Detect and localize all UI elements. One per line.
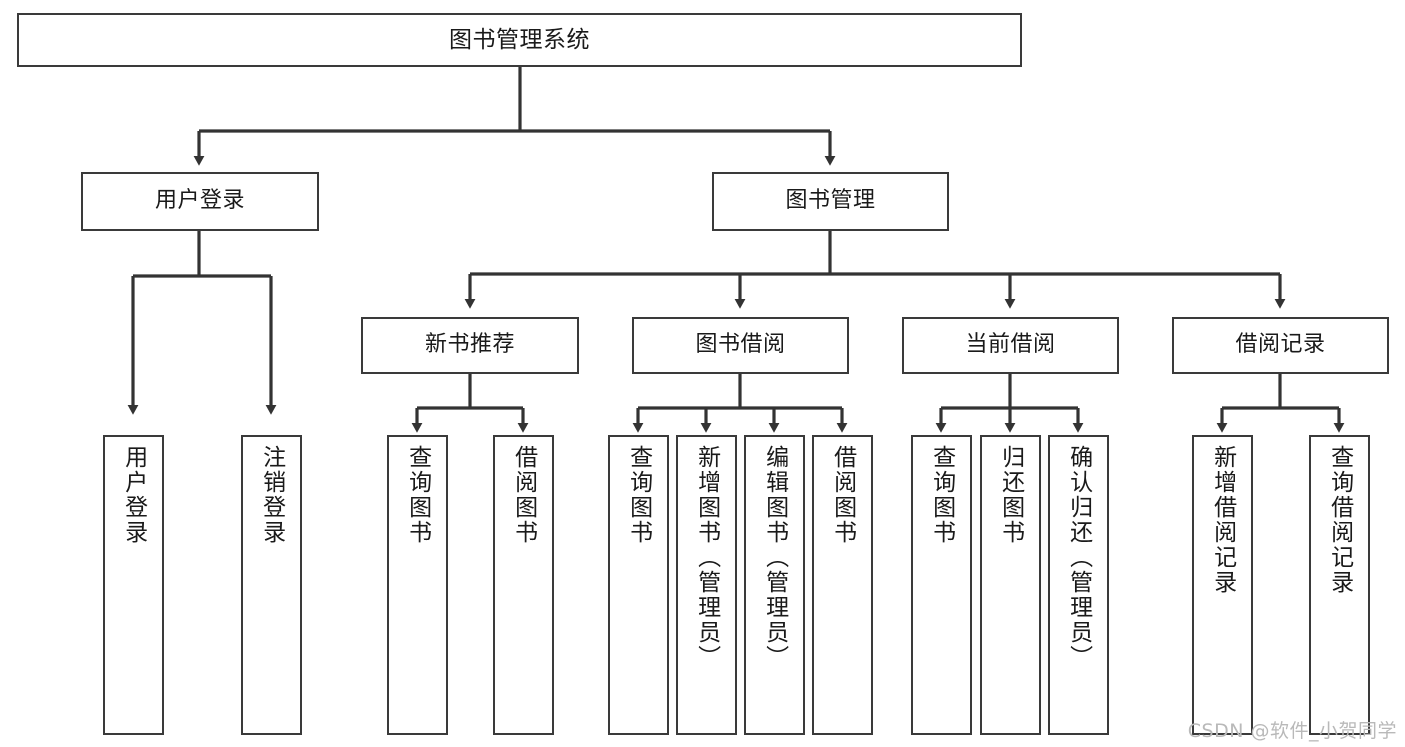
node-user-login[interactable]: 用户登录	[81, 172, 319, 231]
node-leaf-edit-book[interactable]: 编辑图书（管理员）	[744, 435, 805, 735]
node-leaf-return-book-label: 归还图书	[997, 445, 1024, 545]
node-leaf-query-book-2[interactable]: 查询图书	[608, 435, 669, 735]
node-leaf-borrow-book-1-label: 借阅图书	[510, 445, 537, 545]
node-borrow-record[interactable]: 借阅记录	[1172, 317, 1389, 374]
node-leaf-logout[interactable]: 注销登录	[241, 435, 302, 735]
node-borrow-record-label: 借阅记录	[1235, 332, 1326, 358]
node-new-book-rec-label: 新书推荐	[424, 332, 515, 358]
node-new-book-rec[interactable]: 新书推荐	[361, 317, 579, 374]
node-leaf-user-login[interactable]: 用户登录	[103, 435, 164, 735]
node-leaf-query-book-2-label: 查询图书	[625, 445, 652, 545]
node-leaf-edit-book-label: 编辑图书（管理员）	[761, 445, 788, 670]
node-leaf-confirm-return[interactable]: 确认归还（管理员）	[1048, 435, 1109, 735]
node-book-borrow-label: 图书借阅	[695, 332, 786, 358]
node-current-borrow[interactable]: 当前借阅	[902, 317, 1119, 374]
node-book-borrow[interactable]: 图书借阅	[632, 317, 849, 374]
node-leaf-logout-label: 注销登录	[258, 445, 285, 545]
node-leaf-query-book-3[interactable]: 查询图书	[911, 435, 972, 735]
node-root-label: 图书管理系统	[449, 26, 590, 53]
node-user-login-label: 用户登录	[154, 188, 245, 214]
node-current-borrow-label: 当前借阅	[965, 332, 1056, 358]
node-leaf-confirm-return-label: 确认归还（管理员）	[1065, 445, 1092, 670]
node-leaf-add-record[interactable]: 新增借阅记录	[1192, 435, 1253, 735]
node-leaf-borrow-book-2-label: 借阅图书	[829, 445, 856, 545]
node-book-manage[interactable]: 图书管理	[712, 172, 949, 231]
node-leaf-query-book-3-label: 查询图书	[928, 445, 955, 545]
node-leaf-add-book-label: 新增图书（管理员）	[693, 445, 720, 670]
node-leaf-borrow-book-2[interactable]: 借阅图书	[812, 435, 873, 735]
node-leaf-borrow-book-1[interactable]: 借阅图书	[493, 435, 554, 735]
node-leaf-add-record-label: 新增借阅记录	[1209, 445, 1236, 595]
node-leaf-query-book-1-label: 查询图书	[404, 445, 431, 545]
node-root[interactable]: 图书管理系统	[17, 13, 1022, 67]
node-leaf-add-book[interactable]: 新增图书（管理员）	[676, 435, 737, 735]
node-leaf-query-book-1[interactable]: 查询图书	[387, 435, 448, 735]
node-leaf-query-record-label: 查询借阅记录	[1326, 445, 1353, 595]
node-book-manage-label: 图书管理	[785, 188, 876, 214]
csdn-watermark: CSDN @软件_小贺同学	[1187, 720, 1397, 742]
node-leaf-return-book[interactable]: 归还图书	[980, 435, 1041, 735]
node-leaf-user-login-label: 用户登录	[120, 445, 147, 545]
node-leaf-query-record[interactable]: 查询借阅记录	[1309, 435, 1370, 735]
